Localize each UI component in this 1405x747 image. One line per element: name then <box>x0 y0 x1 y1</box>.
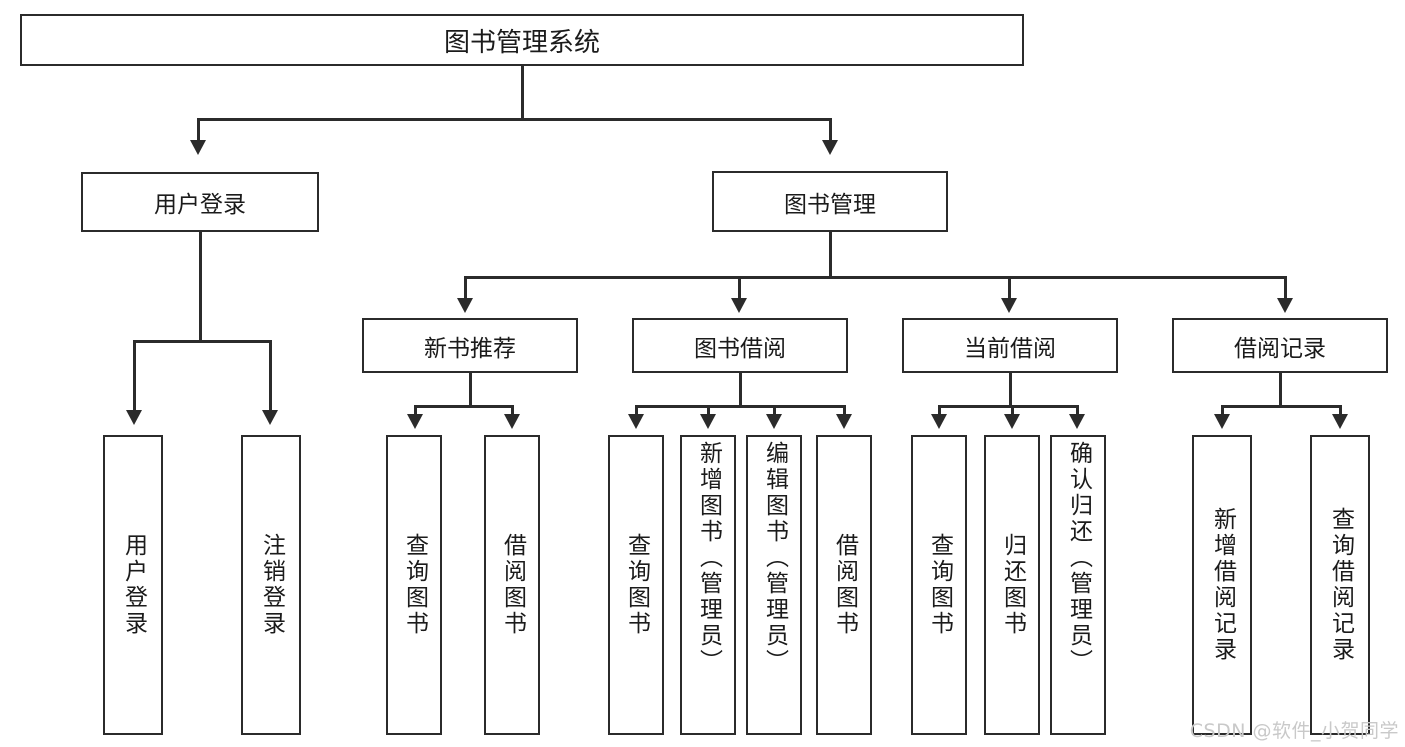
node-label: 图书管理系统 <box>443 27 600 58</box>
connector-login-stem <box>199 232 202 342</box>
connector-records-bus <box>1221 405 1341 408</box>
node-borrow-records[interactable]: 借阅记录 <box>1172 318 1388 373</box>
csdn-watermark: CSDN @软件_小贺同学 <box>1189 720 1399 742</box>
arrow-current-to-confirm <box>1069 414 1085 429</box>
connector-newbook-bus <box>414 405 513 408</box>
node-user-login[interactable]: 用户登录 <box>81 172 319 232</box>
connector-newbook-to-borrow <box>511 405 514 419</box>
connector-bookmgmt-to-borrow <box>738 276 741 304</box>
leaf-query-book-newbook[interactable]: 查询图书 <box>386 435 442 735</box>
arrow-login-to-leaf1 <box>126 410 142 425</box>
connector-borrow-bus <box>635 405 844 408</box>
leaf-label: 用户登录 <box>120 533 147 637</box>
connector-current-to-return <box>1011 405 1014 419</box>
leaf-add-borrow-record[interactable]: 新增借阅记录 <box>1192 435 1252 735</box>
connector-current-to-query <box>938 405 941 419</box>
node-label: 图书借阅 <box>694 335 786 362</box>
leaf-label: 查询借阅记录 <box>1327 507 1354 663</box>
leaf-label: 查询图书 <box>926 533 953 637</box>
leaf-label: 借阅图书 <box>831 533 858 637</box>
connector-bookmgmt-stem <box>829 232 832 278</box>
connector-bookmgmt-bus <box>464 276 1286 279</box>
arrow-borrow-to-query <box>628 414 644 429</box>
node-label: 新书推荐 <box>424 335 516 362</box>
leaf-label: 新增图书（管理员） <box>695 441 722 675</box>
connector-root-to-login <box>197 118 200 146</box>
leaf-return-book[interactable]: 归还图书 <box>984 435 1040 735</box>
arrow-borrow-to-edit <box>766 414 782 429</box>
node-book-management[interactable]: 图书管理 <box>712 171 948 232</box>
connector-login-to-leaf2 <box>269 340 272 415</box>
connector-current-stem <box>1009 373 1012 407</box>
connector-borrow-to-query <box>635 405 638 419</box>
leaf-edit-book-admin[interactable]: 编辑图书（管理员） <box>746 435 802 735</box>
node-new-book-recommend[interactable]: 新书推荐 <box>362 318 578 373</box>
connector-bookmgmt-to-current <box>1008 276 1011 304</box>
connector-current-to-confirm <box>1076 405 1079 419</box>
leaf-query-book-borrow[interactable]: 查询图书 <box>608 435 664 735</box>
node-book-borrow[interactable]: 图书借阅 <box>632 318 848 373</box>
node-label: 当前借阅 <box>964 335 1056 362</box>
node-label: 用户登录 <box>154 192 246 218</box>
leaf-add-book-admin[interactable]: 新增图书（管理员） <box>680 435 736 735</box>
arrow-records-to-query <box>1332 414 1348 429</box>
connector-records-stem <box>1279 373 1282 407</box>
leaf-label: 查询图书 <box>623 533 650 637</box>
leaf-label: 确认归还（管理员） <box>1065 441 1092 675</box>
leaf-confirm-return-admin[interactable]: 确认归还（管理员） <box>1050 435 1106 735</box>
leaf-label: 新增借阅记录 <box>1209 507 1236 663</box>
connector-root-stem <box>521 66 524 120</box>
connector-records-to-query <box>1339 405 1342 419</box>
node-label: 借阅记录 <box>1234 335 1326 362</box>
leaf-lend-book[interactable]: 借阅图书 <box>816 435 872 735</box>
connector-root-bus <box>197 118 831 121</box>
leaf-query-borrow-record[interactable]: 查询借阅记录 <box>1310 435 1370 735</box>
connector-records-to-add <box>1221 405 1224 419</box>
arrow-current-to-return <box>1004 414 1020 429</box>
arrow-root-to-login <box>190 140 206 155</box>
leaf-label: 借阅图书 <box>499 533 526 637</box>
connector-borrow-to-edit <box>773 405 776 419</box>
connector-login-to-leaf1 <box>133 340 136 415</box>
arrow-login-to-leaf2 <box>262 410 278 425</box>
arrow-current-to-query <box>931 414 947 429</box>
leaf-query-book-current[interactable]: 查询图书 <box>911 435 967 735</box>
connector-bookmgmt-to-records <box>1284 276 1287 304</box>
leaf-label: 编辑图书（管理员） <box>761 441 788 675</box>
connector-borrow-to-add <box>707 405 710 419</box>
arrow-borrow-to-lend <box>836 414 852 429</box>
node-root-system[interactable]: 图书管理系统 <box>20 14 1024 66</box>
leaf-label: 注销登录 <box>258 533 285 637</box>
connector-borrow-stem <box>739 373 742 407</box>
leaf-user-login[interactable]: 用户登录 <box>103 435 163 735</box>
leaf-label: 查询图书 <box>401 533 428 637</box>
arrow-bookmgmt-to-current <box>1001 298 1017 313</box>
connector-newbook-to-query <box>414 405 417 419</box>
connector-newbook-stem <box>469 373 472 407</box>
node-label: 图书管理 <box>784 191 876 218</box>
connector-root-to-bookmgmt <box>829 118 832 146</box>
arrow-newbook-to-borrow <box>504 414 520 429</box>
node-current-borrow[interactable]: 当前借阅 <box>902 318 1118 373</box>
leaf-label: 归还图书 <box>999 533 1026 637</box>
arrow-newbook-to-query <box>407 414 423 429</box>
arrow-bookmgmt-to-borrow <box>731 298 747 313</box>
connector-bookmgmt-to-newbook <box>464 276 467 304</box>
connector-borrow-to-lend <box>843 405 846 419</box>
connector-login-bus <box>133 340 271 343</box>
connector-current-bus <box>938 405 1078 408</box>
arrow-root-to-bookmgmt <box>822 140 838 155</box>
arrow-bookmgmt-to-records <box>1277 298 1293 313</box>
leaf-logout[interactable]: 注销登录 <box>241 435 301 735</box>
leaf-borrow-book-newbook[interactable]: 借阅图书 <box>484 435 540 735</box>
arrow-borrow-to-add <box>700 414 716 429</box>
arrow-records-to-add <box>1214 414 1230 429</box>
arrow-bookmgmt-to-newbook <box>457 298 473 313</box>
